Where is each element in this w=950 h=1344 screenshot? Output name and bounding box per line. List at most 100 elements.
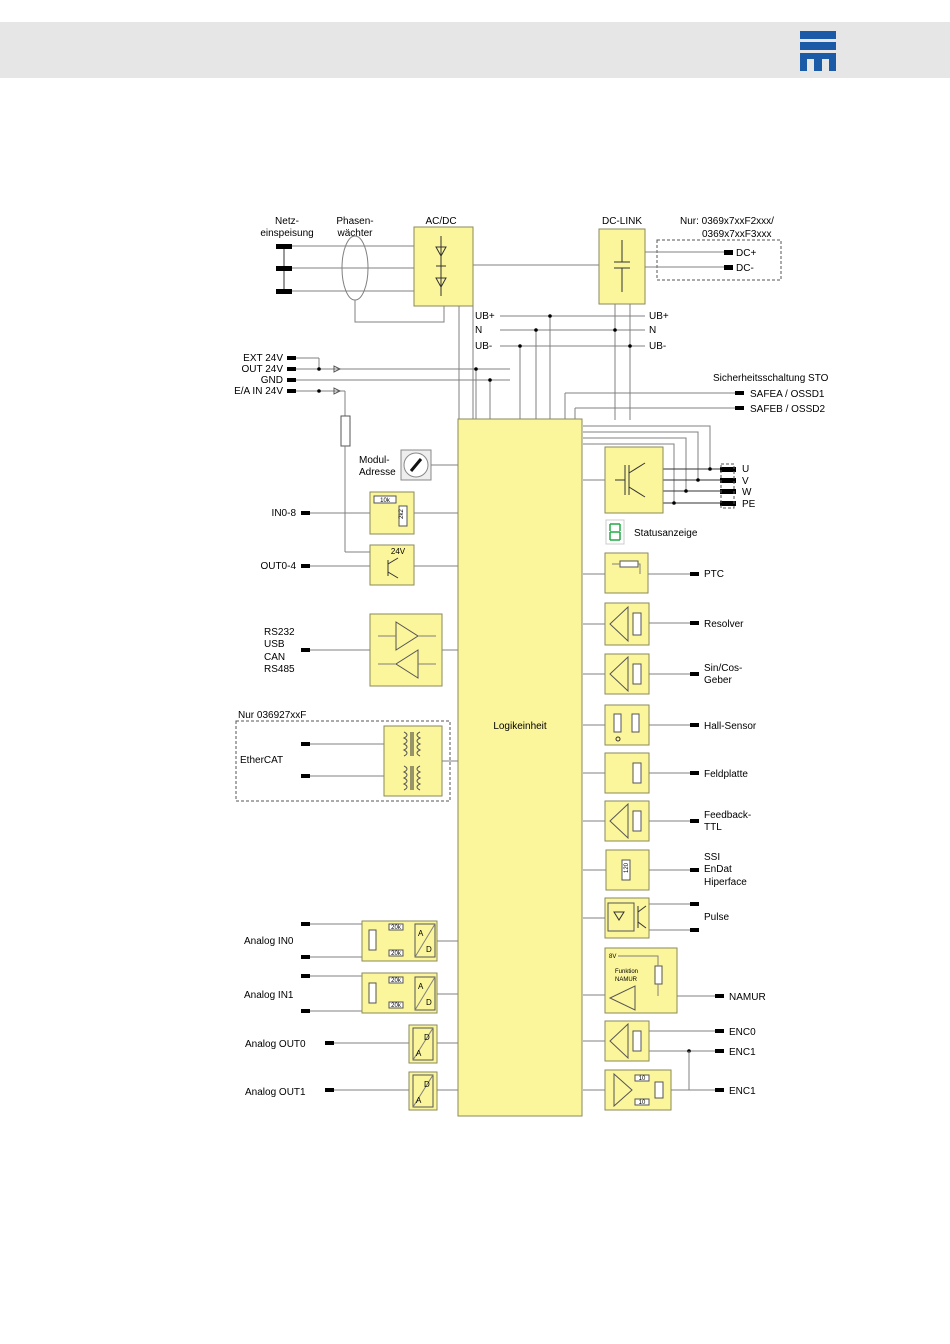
driver-triangles-icon: [378, 621, 436, 679]
hall-block: [604, 704, 650, 746]
acdc-label: AC/DC: [425, 216, 456, 227]
transformer-icon: [402, 731, 422, 791]
feedback-block: [604, 800, 650, 842]
enc1-r10b-label: 10: [639, 1100, 646, 1106]
w-label: W: [742, 487, 752, 498]
out24-label: OUT 24V: [242, 364, 284, 375]
ubplus-right-label: UB+: [649, 311, 669, 322]
netz-label-2: einspeisung: [260, 228, 313, 239]
capacitor-icon: [614, 240, 630, 292]
r2k2-label: 2k2: [399, 509, 405, 519]
logic-unit-block: [457, 418, 583, 1117]
power-stage-wiring: [583, 425, 736, 509]
enc1b-label: ENC1: [729, 1086, 756, 1097]
v8-label: 8V: [609, 954, 616, 960]
pulse-label: Pulse: [704, 912, 729, 923]
gnd-label: GND: [261, 375, 283, 386]
status-label: Statusanzeige: [634, 528, 698, 539]
pulse-block: [604, 897, 650, 939]
dc-optional-box: [656, 239, 782, 281]
ptc-block: [604, 552, 649, 594]
ain1-a: A: [418, 982, 424, 991]
u-label: U: [742, 464, 749, 475]
ssi-label-1: SSI: [704, 852, 720, 863]
safeb-label: SAFEB / OSSD2: [750, 404, 825, 415]
analog-out1-block: [408, 1071, 438, 1111]
igbt-icon: [615, 462, 646, 498]
ssi-label-3: Hiperface: [704, 877, 747, 888]
r10k-label: 10k: [380, 498, 391, 504]
ubminus-right-label: UB-: [649, 341, 666, 352]
supply-24v-wiring: [287, 356, 510, 553]
aout1-label: Analog OUT1: [245, 1087, 306, 1098]
nur-label-1: Nur: 0369x7xxF2xxx/: [680, 216, 774, 227]
dcminus-label: DC-: [736, 263, 754, 274]
resolver-block: [604, 602, 650, 646]
sto-label: Sicherheitsschaltung STO: [713, 373, 829, 384]
ain1-label: Analog IN1: [244, 990, 294, 1001]
ethercat-optional-box: [235, 720, 451, 802]
sincos-block: [604, 653, 650, 695]
enc1a-label: ENC1: [729, 1047, 756, 1058]
mains-terminals: [276, 244, 414, 294]
rotary-switch-icon: [400, 449, 432, 481]
netz-label-1: Netz-: [275, 216, 299, 227]
inverter-block: [604, 446, 664, 514]
sincos-label-1: Sin/Cos-: [704, 663, 742, 674]
nur2-label: Nur 036927xxF: [238, 710, 306, 721]
transistor-icon: [387, 557, 399, 579]
in08-label: IN0-8: [272, 508, 297, 519]
ain0-r20k-a: 20k: [391, 925, 402, 931]
ethercat-label: EtherCAT: [240, 755, 283, 766]
ain1-r20k-b: 20k: [391, 1003, 402, 1009]
resolver-label: Resolver: [704, 619, 744, 630]
phasen-label-1: Phasen-: [336, 216, 373, 227]
ea24-label: E/A IN 24V: [234, 386, 283, 397]
serial-interface-block: [369, 613, 443, 687]
hall-label: Hall-Sensor: [704, 721, 757, 732]
feedback-label-2: TTL: [704, 822, 722, 833]
sincos-label-2: Geber: [704, 675, 732, 686]
modul-label-2: Adresse: [359, 467, 396, 478]
feldplatte-label: Feldplatte: [704, 769, 748, 780]
funktion-label-2: NAMUR: [615, 977, 638, 983]
out04-label: OUT0-4: [260, 561, 296, 572]
modul-label-1: Modul-: [359, 455, 390, 466]
enc0-label: ENC0: [729, 1027, 756, 1038]
rs-label-1: RS232: [264, 627, 295, 638]
rs-label-2: USB: [264, 639, 285, 650]
rs-label-4: RS485: [264, 664, 295, 675]
feedback-label-1: Feedback-: [704, 810, 751, 821]
namur-block: [604, 947, 678, 1014]
funktion-label-1: Funktion: [615, 969, 638, 975]
ain0-label: Analog IN0: [244, 936, 294, 947]
nur-label-2: 0369x7xxF3xxx: [702, 229, 771, 240]
dclink-label: DC-LINK: [602, 216, 642, 227]
ain1-r20k-a: 20k: [391, 978, 402, 984]
ain1-d: D: [426, 998, 432, 1007]
enc-block: [604, 1020, 650, 1062]
supply-rails: [458, 304, 645, 420]
pe-label: PE: [742, 499, 756, 510]
v24-label: 24V: [391, 547, 406, 556]
dcplus-label: DC+: [736, 248, 756, 259]
ubminus-left-label: UB-: [475, 341, 492, 352]
feldplatte-block: [604, 752, 650, 794]
aout1-a: A: [416, 1096, 422, 1105]
aout1-d: D: [424, 1080, 430, 1089]
ext24-label: EXT 24V: [243, 353, 283, 364]
n-left-label: N: [475, 325, 482, 336]
page-header-bar: [0, 22, 950, 78]
ptc-label: PTC: [704, 569, 724, 580]
output-block: [369, 544, 415, 586]
v-label: V: [742, 476, 749, 487]
enc1-r10a-label: 10: [639, 1076, 646, 1082]
n-right-label: N: [649, 325, 656, 336]
aout0-d: D: [424, 1033, 430, 1042]
rs-label-3: CAN: [264, 652, 285, 663]
ain0-r20k-b: 20k: [391, 951, 402, 957]
safea-label: SAFEA / OSSD1: [750, 389, 825, 400]
phasen-label-2: wächter: [336, 228, 373, 239]
ssi-label-2: EnDat: [704, 864, 732, 875]
